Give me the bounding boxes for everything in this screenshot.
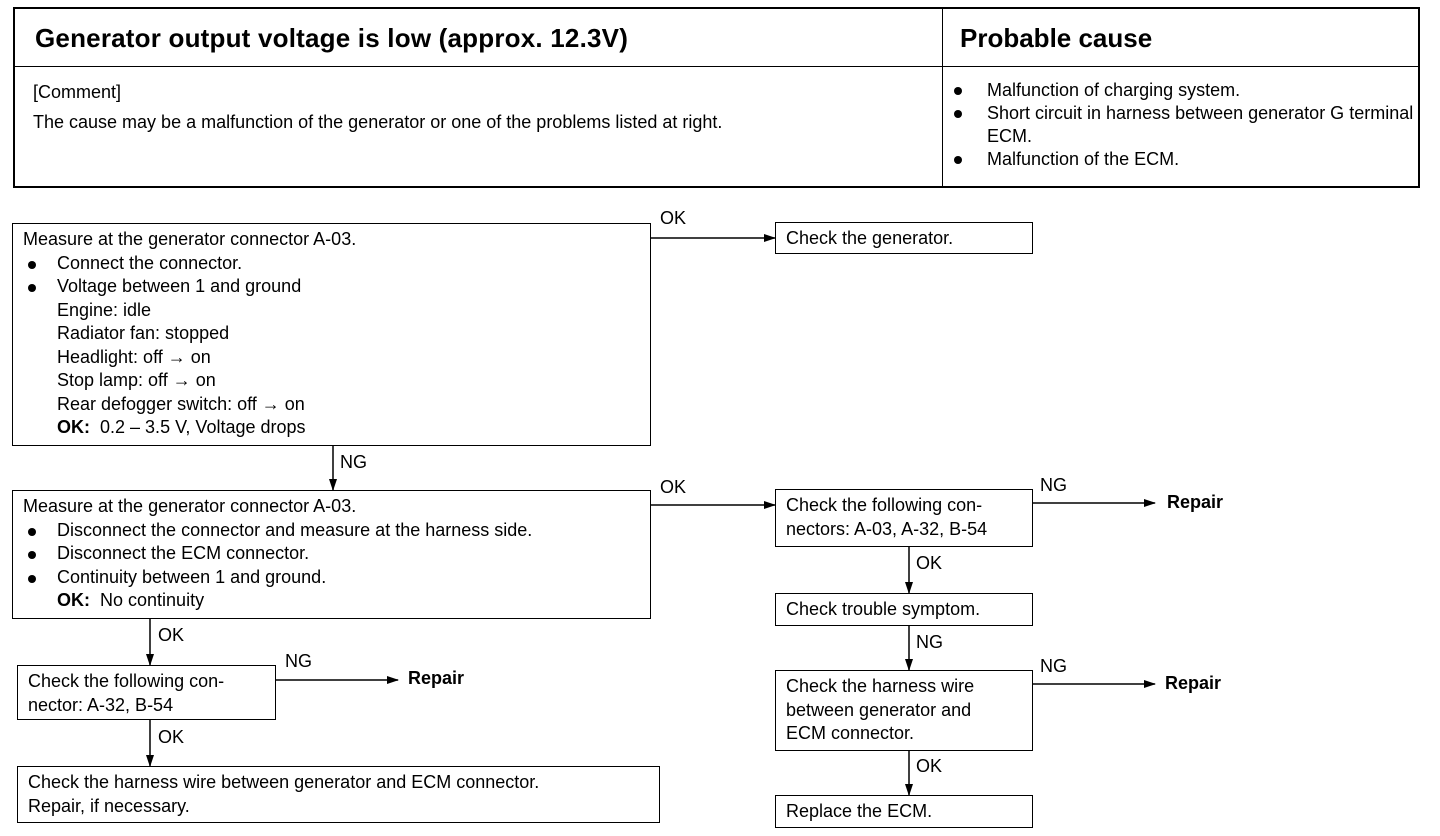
step2-measure-box: Measure at the generator connector A-03.… — [12, 490, 651, 619]
label-ok: OK — [660, 477, 687, 497]
step1-condition: Stop lamp: off → on — [57, 370, 216, 390]
check-connectors-left-box: Check the following con- nector: A-32, B… — [17, 665, 276, 720]
label-ok: OK — [158, 625, 185, 645]
bullet-icon — [954, 156, 962, 164]
label-ng: NG — [916, 632, 943, 652]
comment-text: The cause may be a malfunction of the ge… — [33, 112, 723, 132]
step1-ok-spec: OK: 0.2 – 3.5 V, Voltage drops — [57, 417, 306, 437]
label-ng: NG — [1040, 656, 1067, 676]
bullet-icon — [954, 87, 962, 95]
cause-item: Short circuit in harness between generat… — [947, 102, 1417, 148]
check-trouble-symptom-box: Check trouble symptom. — [775, 593, 1033, 626]
label-repair: Repair — [1167, 492, 1224, 512]
label-ok: OK — [660, 208, 687, 228]
check-harness-right-box: Check the harness wire between generator… — [775, 670, 1033, 751]
step1-measure-box: Measure at the generator connector A-03.… — [12, 223, 651, 446]
step1-condition: Radiator fan: stopped — [57, 323, 230, 343]
label-ok: OK — [916, 756, 943, 776]
header-table: Generator output voltage is low (approx.… — [13, 7, 1420, 188]
label-ng: NG — [340, 452, 367, 472]
label-ng: NG — [1040, 475, 1067, 495]
step1-condition: Headlight: off → on — [57, 346, 211, 367]
bullet-icon — [954, 110, 962, 118]
header-divider-horizontal — [15, 66, 1418, 67]
check-generator-box: Check the generator. — [775, 222, 1033, 254]
replace-ecm-box: Replace the ECM. — [775, 795, 1033, 828]
check-connectors-right-box: Check the following con- nectors: A-03, … — [775, 489, 1033, 547]
step1-condition: Engine: idle — [57, 299, 152, 320]
label-repair: Repair — [1165, 673, 1222, 693]
diagnosis-title: Generator output voltage is low (approx.… — [35, 23, 629, 53]
step2-ok-spec: OK: No continuity — [57, 590, 205, 610]
step2-bullet: Disconnect the connector and measure at … — [23, 519, 640, 543]
step2-bullet: Continuity between 1 and ground. — [23, 566, 640, 590]
label-repair: Repair — [408, 668, 465, 688]
probable-cause-list: Malfunction of charging system. Short ci… — [947, 79, 1417, 171]
probable-cause-title: Probable cause — [960, 23, 1153, 53]
label-ng: NG — [285, 651, 312, 671]
step2-bullet: Disconnect the ECM connector. — [23, 542, 640, 566]
step1-title: Measure at the generator connector A-03. — [23, 229, 357, 249]
cause-item: Malfunction of the ECM. — [947, 148, 1417, 171]
check-harness-left-box: Check the harness wire between generator… — [17, 766, 660, 823]
cause-item: Malfunction of charging system. — [947, 79, 1417, 102]
step2-title: Measure at the generator connector A-03. — [23, 496, 357, 516]
label-ok: OK — [158, 727, 185, 747]
step1-bullet: Connect the connector. — [23, 252, 640, 276]
label-ok: OK — [916, 553, 943, 573]
step1-bullet: Voltage between 1 and ground — [23, 275, 640, 299]
step1-condition: Rear defogger switch: off → on — [57, 393, 305, 414]
comment-label: [Comment] — [33, 82, 122, 102]
header-divider-vertical — [942, 9, 943, 186]
